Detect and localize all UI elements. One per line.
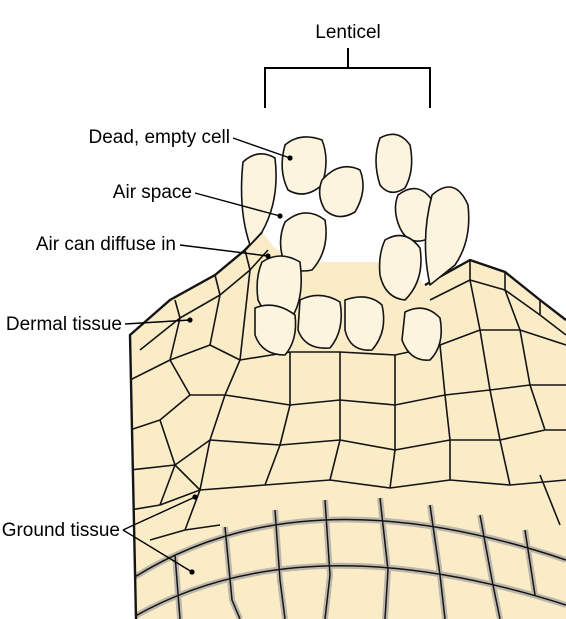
loose-cell — [345, 297, 384, 350]
dead-cell-top — [282, 137, 326, 194]
tissue-body — [130, 232, 566, 619]
label-air-can-diffuse-in: Air can diffuse in — [36, 234, 176, 255]
tissue-mass — [130, 232, 566, 619]
loose-cell — [242, 154, 277, 245]
label-dead-empty-cell: Dead, empty cell — [88, 127, 230, 148]
label-dermal-tissue: Dermal tissue — [6, 314, 122, 335]
label-air-space: Air space — [113, 182, 192, 203]
label-ground-tissue: Ground tissue — [2, 520, 120, 541]
lenticel-cells — [242, 134, 469, 360]
label-lenticel: Lenticel — [315, 22, 381, 43]
loose-cell — [298, 295, 341, 348]
lenticel-bracket — [265, 48, 430, 108]
loose-cell — [376, 134, 412, 192]
loose-cell — [320, 167, 363, 217]
